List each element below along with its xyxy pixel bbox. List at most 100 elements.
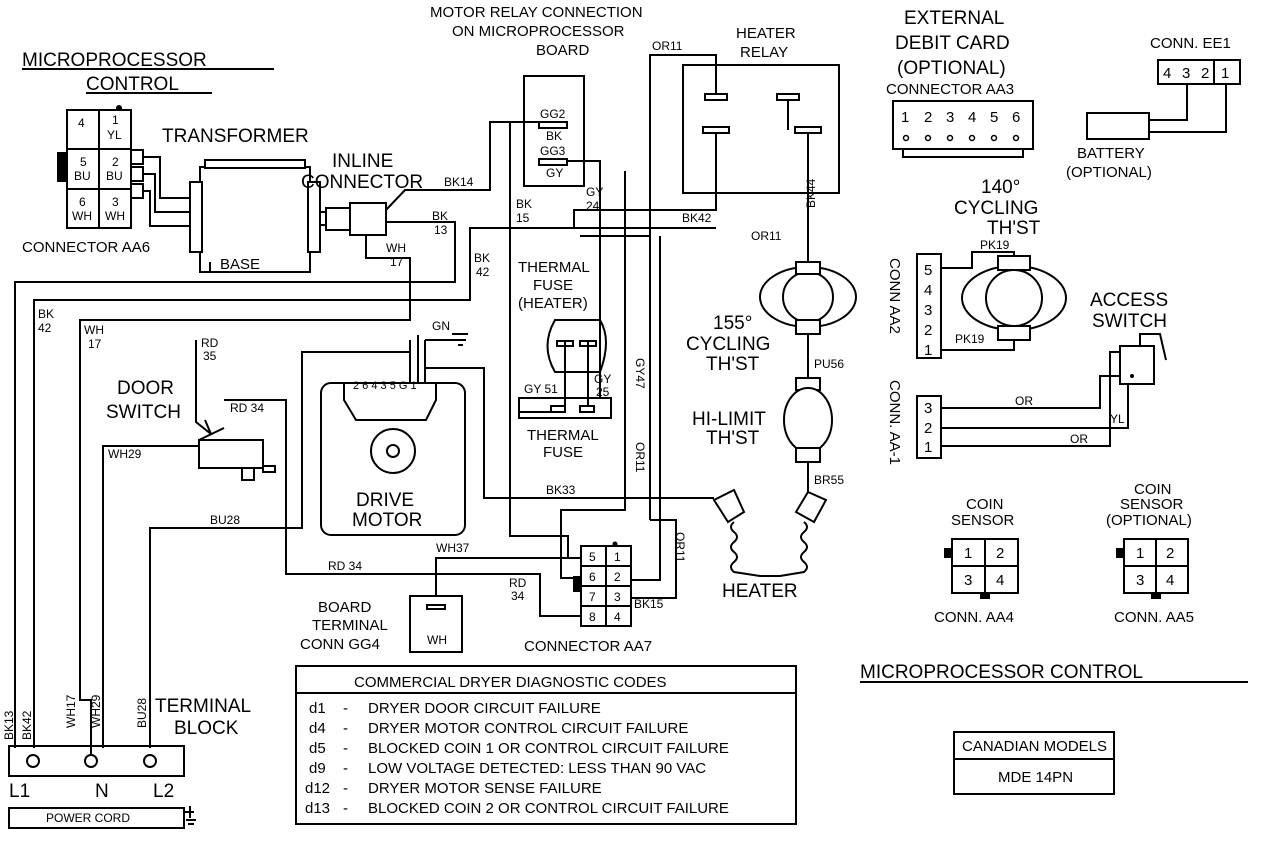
svg-text:155°: 155° (713, 313, 752, 334)
svg-text:N: N (95, 781, 109, 802)
svg-text:DRYER MOTOR CONTROL CIRCUIT FA: DRYER MOTOR CONTROL CIRCUIT FAILURE (368, 720, 688, 737)
svg-text:PK19: PK19 (955, 332, 985, 346)
battery: BATTERY (OPTIONAL) (1066, 112, 1152, 181)
svg-text:GY: GY (594, 372, 611, 386)
svg-text:3: 3 (946, 109, 954, 126)
svg-text:RD 34: RD 34 (230, 401, 264, 415)
svg-text:L2: L2 (153, 781, 174, 802)
svg-text:TRANSFORMER: TRANSFORMER (162, 126, 309, 147)
svg-text:1: 1 (1136, 545, 1144, 562)
svg-text:HEATER: HEATER (736, 25, 796, 42)
svg-text:GN: GN (432, 319, 450, 333)
svg-text:2: 2 (924, 109, 932, 126)
svg-text:7: 7 (589, 590, 596, 604)
svg-text:1: 1 (924, 439, 932, 456)
svg-text:(OPTIONAL): (OPTIONAL) (1106, 512, 1192, 529)
canadian-models-box: CANADIAN MODELS MDE 14PN (953, 731, 1115, 795)
svg-text:DOOR: DOOR (117, 378, 174, 399)
svg-text:CONN. EE1: CONN. EE1 (1150, 35, 1231, 52)
svg-text:4: 4 (996, 572, 1004, 589)
svg-text:YL: YL (107, 128, 122, 142)
svg-text:COIN: COIN (1134, 481, 1172, 498)
svg-text:GY47: GY47 (633, 358, 647, 389)
svg-text:BK: BK (516, 197, 532, 211)
svg-text:6: 6 (1012, 109, 1020, 126)
svg-text:2: 2 (112, 155, 119, 169)
svg-text:WH: WH (386, 241, 406, 255)
svg-text:2: 2 (614, 570, 621, 584)
svg-text:2 6 4 3 5 G 1: 2 6 4 3 5 G 1 (353, 380, 417, 392)
svg-text:CONN. AA5: CONN. AA5 (1114, 609, 1194, 626)
svg-text:1: 1 (901, 109, 909, 126)
svg-text:WH: WH (84, 323, 104, 337)
svg-text:GY: GY (586, 185, 603, 199)
svg-text:CONNECTOR AA6: CONNECTOR AA6 (22, 239, 150, 256)
thermal-fuse-heater: THERMAL FUSE (HEATER) (518, 259, 607, 373)
svg-text:BR55: BR55 (814, 473, 844, 487)
svg-text:15: 15 (516, 211, 530, 225)
svg-text:3: 3 (1136, 572, 1144, 589)
svg-text:4: 4 (968, 109, 976, 126)
svg-text:BLOCKED COIN 2 OR CONTROL CIRC: BLOCKED COIN 2 OR CONTROL CIRCUIT FAILUR… (368, 800, 729, 817)
svg-text:INLINE: INLINE (332, 151, 393, 172)
motor-relay-connection: MOTOR RELAY CONNECTION ON MICROPROCESSOR… (430, 4, 643, 187)
svg-text:SENSOR: SENSOR (1120, 496, 1184, 513)
svg-text:CANADIAN MODELS: CANADIAN MODELS (962, 738, 1107, 755)
svg-text:CYCLING: CYCLING (954, 198, 1038, 219)
svg-text:SWITCH: SWITCH (106, 402, 181, 423)
svg-text:BK: BK (38, 307, 54, 321)
svg-text:BK44: BK44 (804, 178, 818, 208)
svg-text:17: 17 (88, 337, 102, 351)
svg-text:MDE 14PN: MDE 14PN (998, 769, 1073, 786)
hi-limit-thermostat: HI-LIMIT TH'ST BR55 (692, 377, 844, 495)
svg-text:FUSE: FUSE (543, 444, 583, 461)
svg-text:OR: OR (1015, 394, 1033, 408)
svg-text:4: 4 (1166, 572, 1174, 589)
svg-text:3: 3 (924, 400, 932, 417)
svg-text:COIN: COIN (966, 496, 1004, 513)
svg-text:THERMAL: THERMAL (518, 259, 590, 276)
inline-connector: INLINE CONNECTOR (301, 151, 423, 236)
svg-text:BATTERY: BATTERY (1077, 145, 1145, 162)
svg-text:BLOCK: BLOCK (174, 718, 239, 739)
cycling-thermostat-140: 140° CYCLING TH'ST (954, 177, 1067, 341)
svg-text:CONNECTOR AA3: CONNECTOR AA3 (886, 81, 1014, 98)
svg-text:1: 1 (1221, 65, 1229, 82)
svg-text:4: 4 (614, 610, 621, 624)
svg-text:4: 4 (1163, 65, 1171, 82)
svg-text:CYCLING: CYCLING (686, 334, 770, 355)
main-title-top: MICROPROCESSOR CONTROL (22, 50, 274, 95)
svg-text:SENSOR: SENSOR (951, 512, 1015, 529)
svg-text:BK42: BK42 (682, 211, 712, 225)
svg-text:ACCESS: ACCESS (1090, 290, 1168, 311)
svg-text:2: 2 (924, 420, 932, 437)
svg-text:d13: d13 (305, 800, 330, 817)
svg-text:1: 1 (112, 113, 119, 127)
svg-text:4: 4 (924, 282, 932, 299)
svg-text:3: 3 (964, 572, 972, 589)
svg-text:(OPTIONAL): (OPTIONAL) (1066, 164, 1152, 181)
svg-text:34: 34 (511, 589, 525, 603)
svg-text:d9: d9 (309, 760, 326, 777)
svg-text:L1: L1 (9, 781, 30, 802)
svg-text:DRYER MOTOR SENSE FAILURE: DRYER MOTOR SENSE FAILURE (368, 780, 602, 797)
svg-text:WH17: WH17 (64, 694, 78, 728)
svg-text:3: 3 (924, 302, 932, 319)
svg-text:WH: WH (72, 209, 92, 223)
svg-text:TERMINAL: TERMINAL (155, 696, 251, 717)
svg-text:TH'ST: TH'ST (706, 354, 760, 375)
connector-aa7: 5 1 6 2 7 3 8 4 CONNECTOR AA7 (524, 541, 652, 655)
svg-text:RD 34: RD 34 (328, 559, 362, 573)
svg-text:BK: BK (432, 209, 448, 223)
svg-text:2: 2 (996, 545, 1004, 562)
diagnostic-row: d9 - LOW VOLTAGE DETECTED: LESS THAN 90 … (309, 760, 706, 777)
transformer: TRANSFORMER BASE (162, 126, 321, 273)
svg-text:(HEATER): (HEATER) (518, 295, 588, 312)
svg-text:BU28: BU28 (135, 698, 149, 728)
svg-text:d4: d4 (309, 720, 326, 737)
svg-text:2: 2 (1201, 65, 1209, 82)
svg-text:OR11: OR11 (633, 442, 647, 473)
svg-text:3: 3 (1182, 65, 1190, 82)
svg-text:BU: BU (74, 169, 91, 183)
svg-text:5: 5 (924, 262, 932, 279)
